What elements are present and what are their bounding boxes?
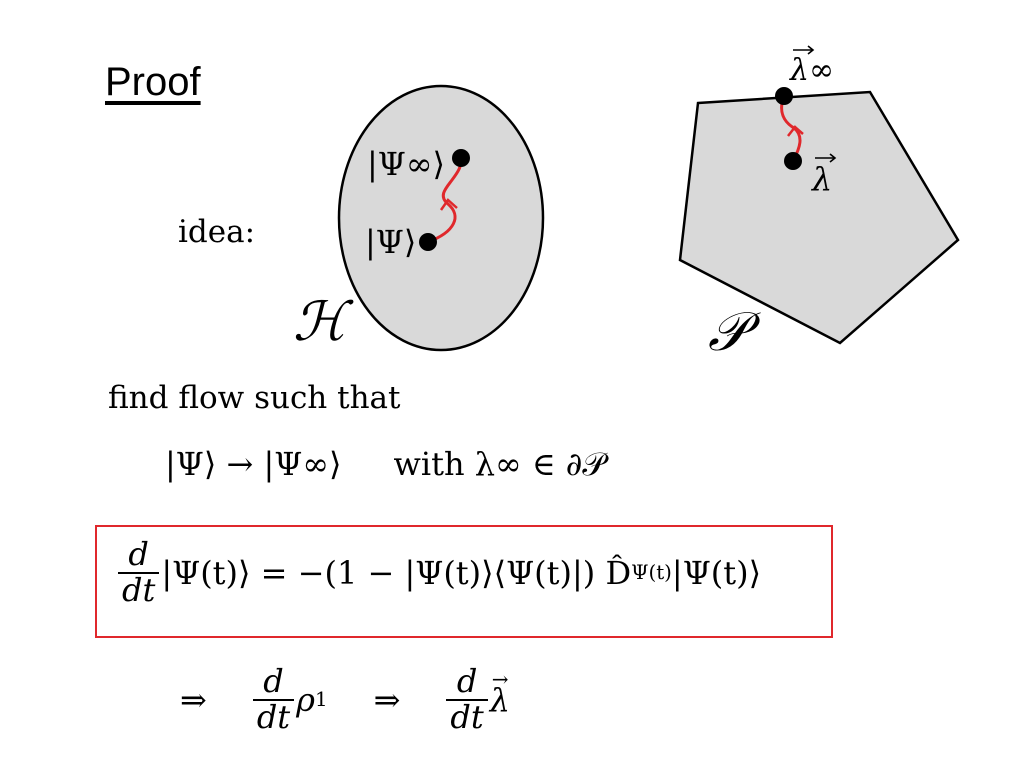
equation-subscript: Ψ(t): [631, 561, 672, 585]
lambda-vector-arrow: →: [491, 666, 509, 691]
polytope-end-point: [775, 87, 793, 105]
flow-statement-right: with λ∞ ∈ ∂𝒫: [393, 445, 606, 483]
slide-title: Proof: [105, 60, 201, 104]
hilbert-end-point: [452, 149, 470, 167]
implies-arrow-1: ⇒: [180, 680, 207, 719]
derivative-fraction-lambda: d dt: [446, 664, 488, 734]
fraction-denominator: dt: [118, 571, 160, 608]
lambda-end-vector-arrow: [793, 45, 815, 55]
boxed-equation: d dt |Ψ(t)⟩ = −(1 − |Ψ(t)⟩⟨Ψ(t)|) D̂Ψ(t)…: [118, 535, 762, 608]
equation-body: |Ψ(t)⟩ = −(1 − |Ψ(t)⟩⟨Ψ(t)|) D̂: [161, 553, 632, 592]
derivative-fraction: d dt: [118, 535, 160, 608]
idea-label: idea:: [178, 214, 256, 250]
polytope-point-end-label: λ∞: [789, 53, 834, 88]
polytope-flow-arrowhead: [787, 125, 804, 137]
polytope-point-start-label: λ: [810, 160, 832, 198]
find-flow-text: find flow such that: [108, 380, 401, 416]
hilbert-space-ellipse: [337, 84, 545, 352]
diagram-canvas: |Ψ∞⟩ |Ψ⟩ ℋ λ∞ λ 𝒫: [293, 45, 960, 363]
polytope-start-point: [784, 152, 802, 170]
hilbert-flow-path: [427, 157, 463, 244]
flow-statement-left: |Ψ⟩ → |Ψ∞⟩: [165, 445, 342, 483]
lambda-symbol: λ→: [489, 666, 511, 719]
hilbert-start-point: [419, 233, 437, 251]
hilbert-state-start-label: |Ψ⟩: [365, 223, 416, 261]
fraction-numerator: d: [128, 535, 149, 573]
equation-box: [95, 525, 833, 638]
equation-tail: |Ψ(t)⟩: [671, 553, 762, 592]
lambda-start-vector-arrow: [815, 153, 837, 163]
rho-subscript: 1: [314, 688, 328, 712]
derivative-fraction-rho: d dt: [252, 664, 295, 734]
polytope-shape: [678, 90, 960, 345]
implies-arrow-2: ⇒: [373, 680, 401, 719]
hilbert-state-end-label: |Ψ∞⟩: [367, 145, 445, 183]
hilbert-flow-arrowhead: [439, 198, 458, 211]
polytope-label: 𝒫: [708, 300, 761, 363]
flow-statement: |Ψ⟩ → |Ψ∞⟩ with λ∞ ∈ ∂𝒫: [165, 445, 605, 484]
hilbert-space-label: ℋ: [293, 290, 354, 353]
rho-symbol: ρ: [296, 680, 315, 719]
